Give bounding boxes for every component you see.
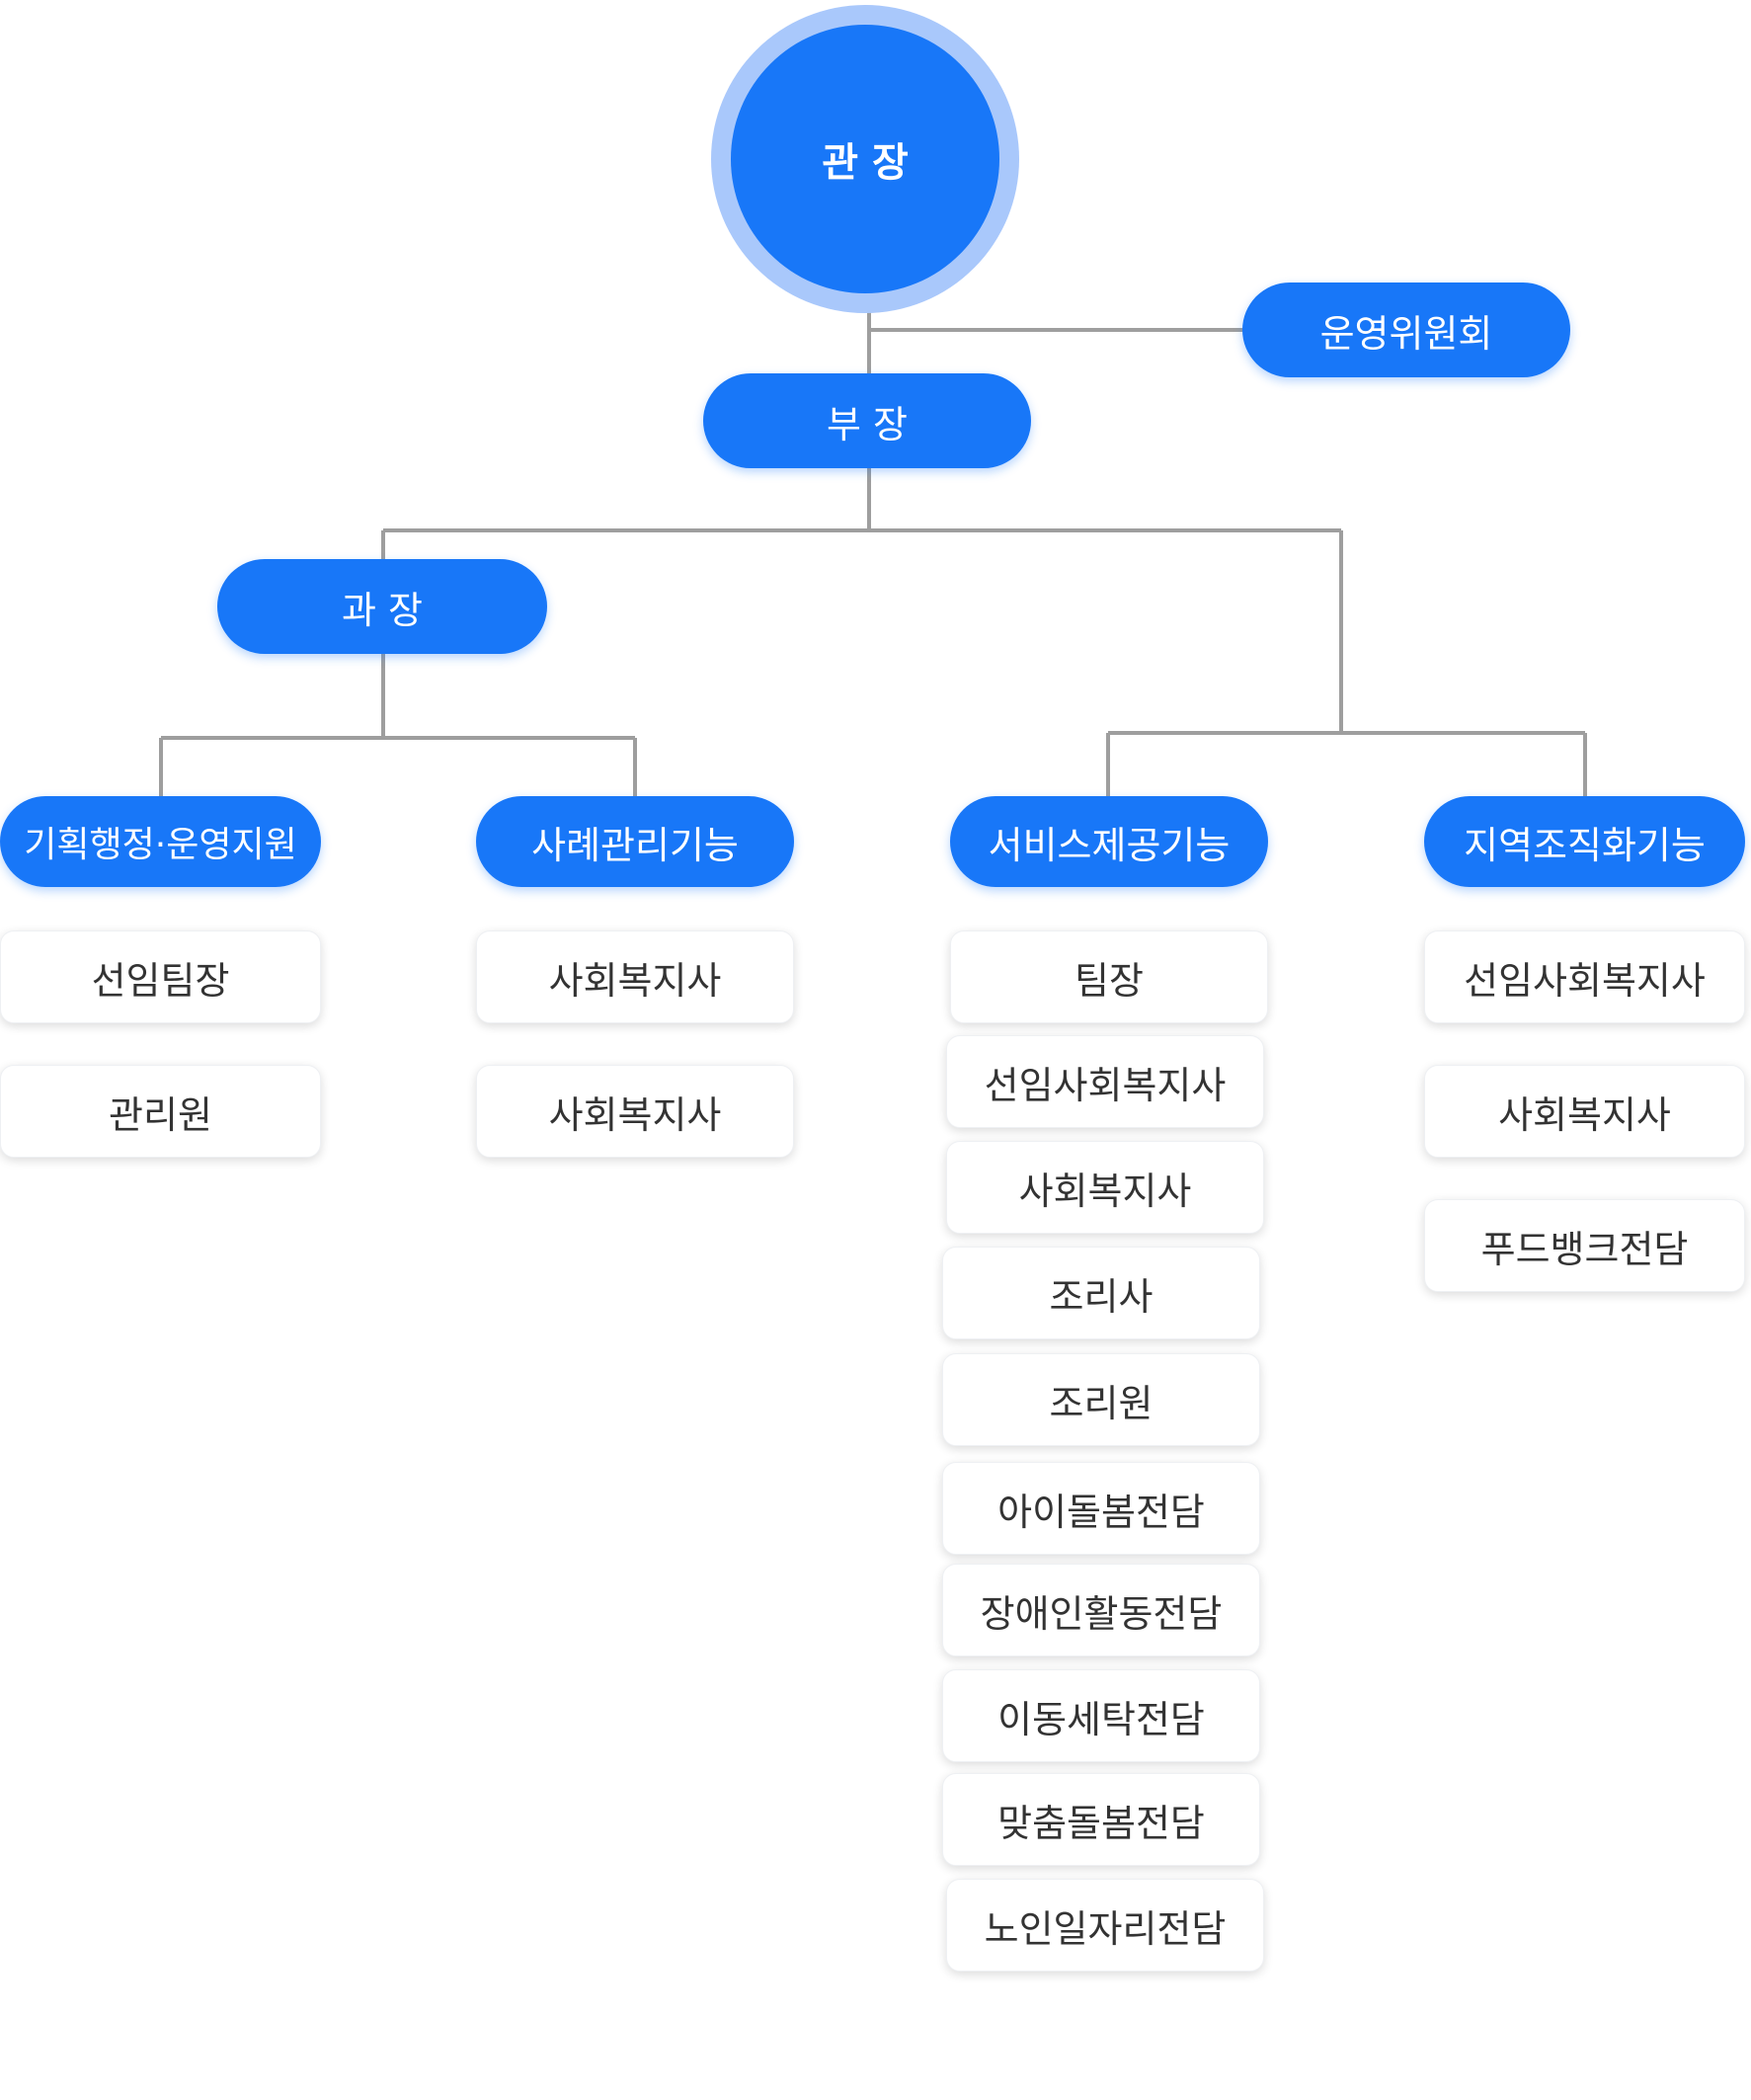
dept-service-provision: 서비스제공기능	[950, 796, 1268, 887]
committee-node: 운영위원회	[1242, 283, 1570, 377]
staff-card-service-6: 아이돌봄전담	[942, 1462, 1260, 1555]
staff-card-community-3: 푸드뱅크전담	[1424, 1199, 1745, 1292]
dept-community-organizing: 지역조직화기능	[1424, 796, 1745, 887]
staff-card-service-1: 팀장	[950, 930, 1268, 1023]
staff-card-service-3: 사회복지사	[946, 1141, 1264, 1234]
staff-card-community-2: 사회복지사	[1424, 1065, 1745, 1158]
staff-card-service-4: 조리사	[942, 1247, 1260, 1339]
deputy-node: 부 장	[703, 373, 1031, 468]
staff-card-service-9: 맞춤돌봄전담	[942, 1773, 1260, 1866]
staff-card-service-7: 장애인활동전담	[942, 1564, 1260, 1656]
staff-card-planning-1: 선임팀장	[0, 930, 321, 1023]
staff-card-service-5: 조리원	[942, 1353, 1260, 1446]
staff-card-service-10: 노인일자리전담	[946, 1879, 1264, 1972]
staff-card-planning-2: 관리원	[0, 1065, 321, 1158]
staff-card-case-2: 사회복지사	[476, 1065, 794, 1158]
section-chief-node: 과 장	[217, 559, 547, 654]
dept-case-management: 사례관리기능	[476, 796, 794, 887]
staff-card-case-1: 사회복지사	[476, 930, 794, 1023]
director-label: 관 장	[731, 25, 999, 293]
dept-planning-admin: 기획행정·운영지원	[0, 796, 321, 887]
director-node: 관 장	[711, 5, 1019, 313]
staff-card-service-2: 선임사회복지사	[946, 1035, 1264, 1128]
staff-card-community-1: 선임사회복지사	[1424, 930, 1745, 1023]
staff-card-service-8: 이동세탁전담	[942, 1669, 1260, 1762]
